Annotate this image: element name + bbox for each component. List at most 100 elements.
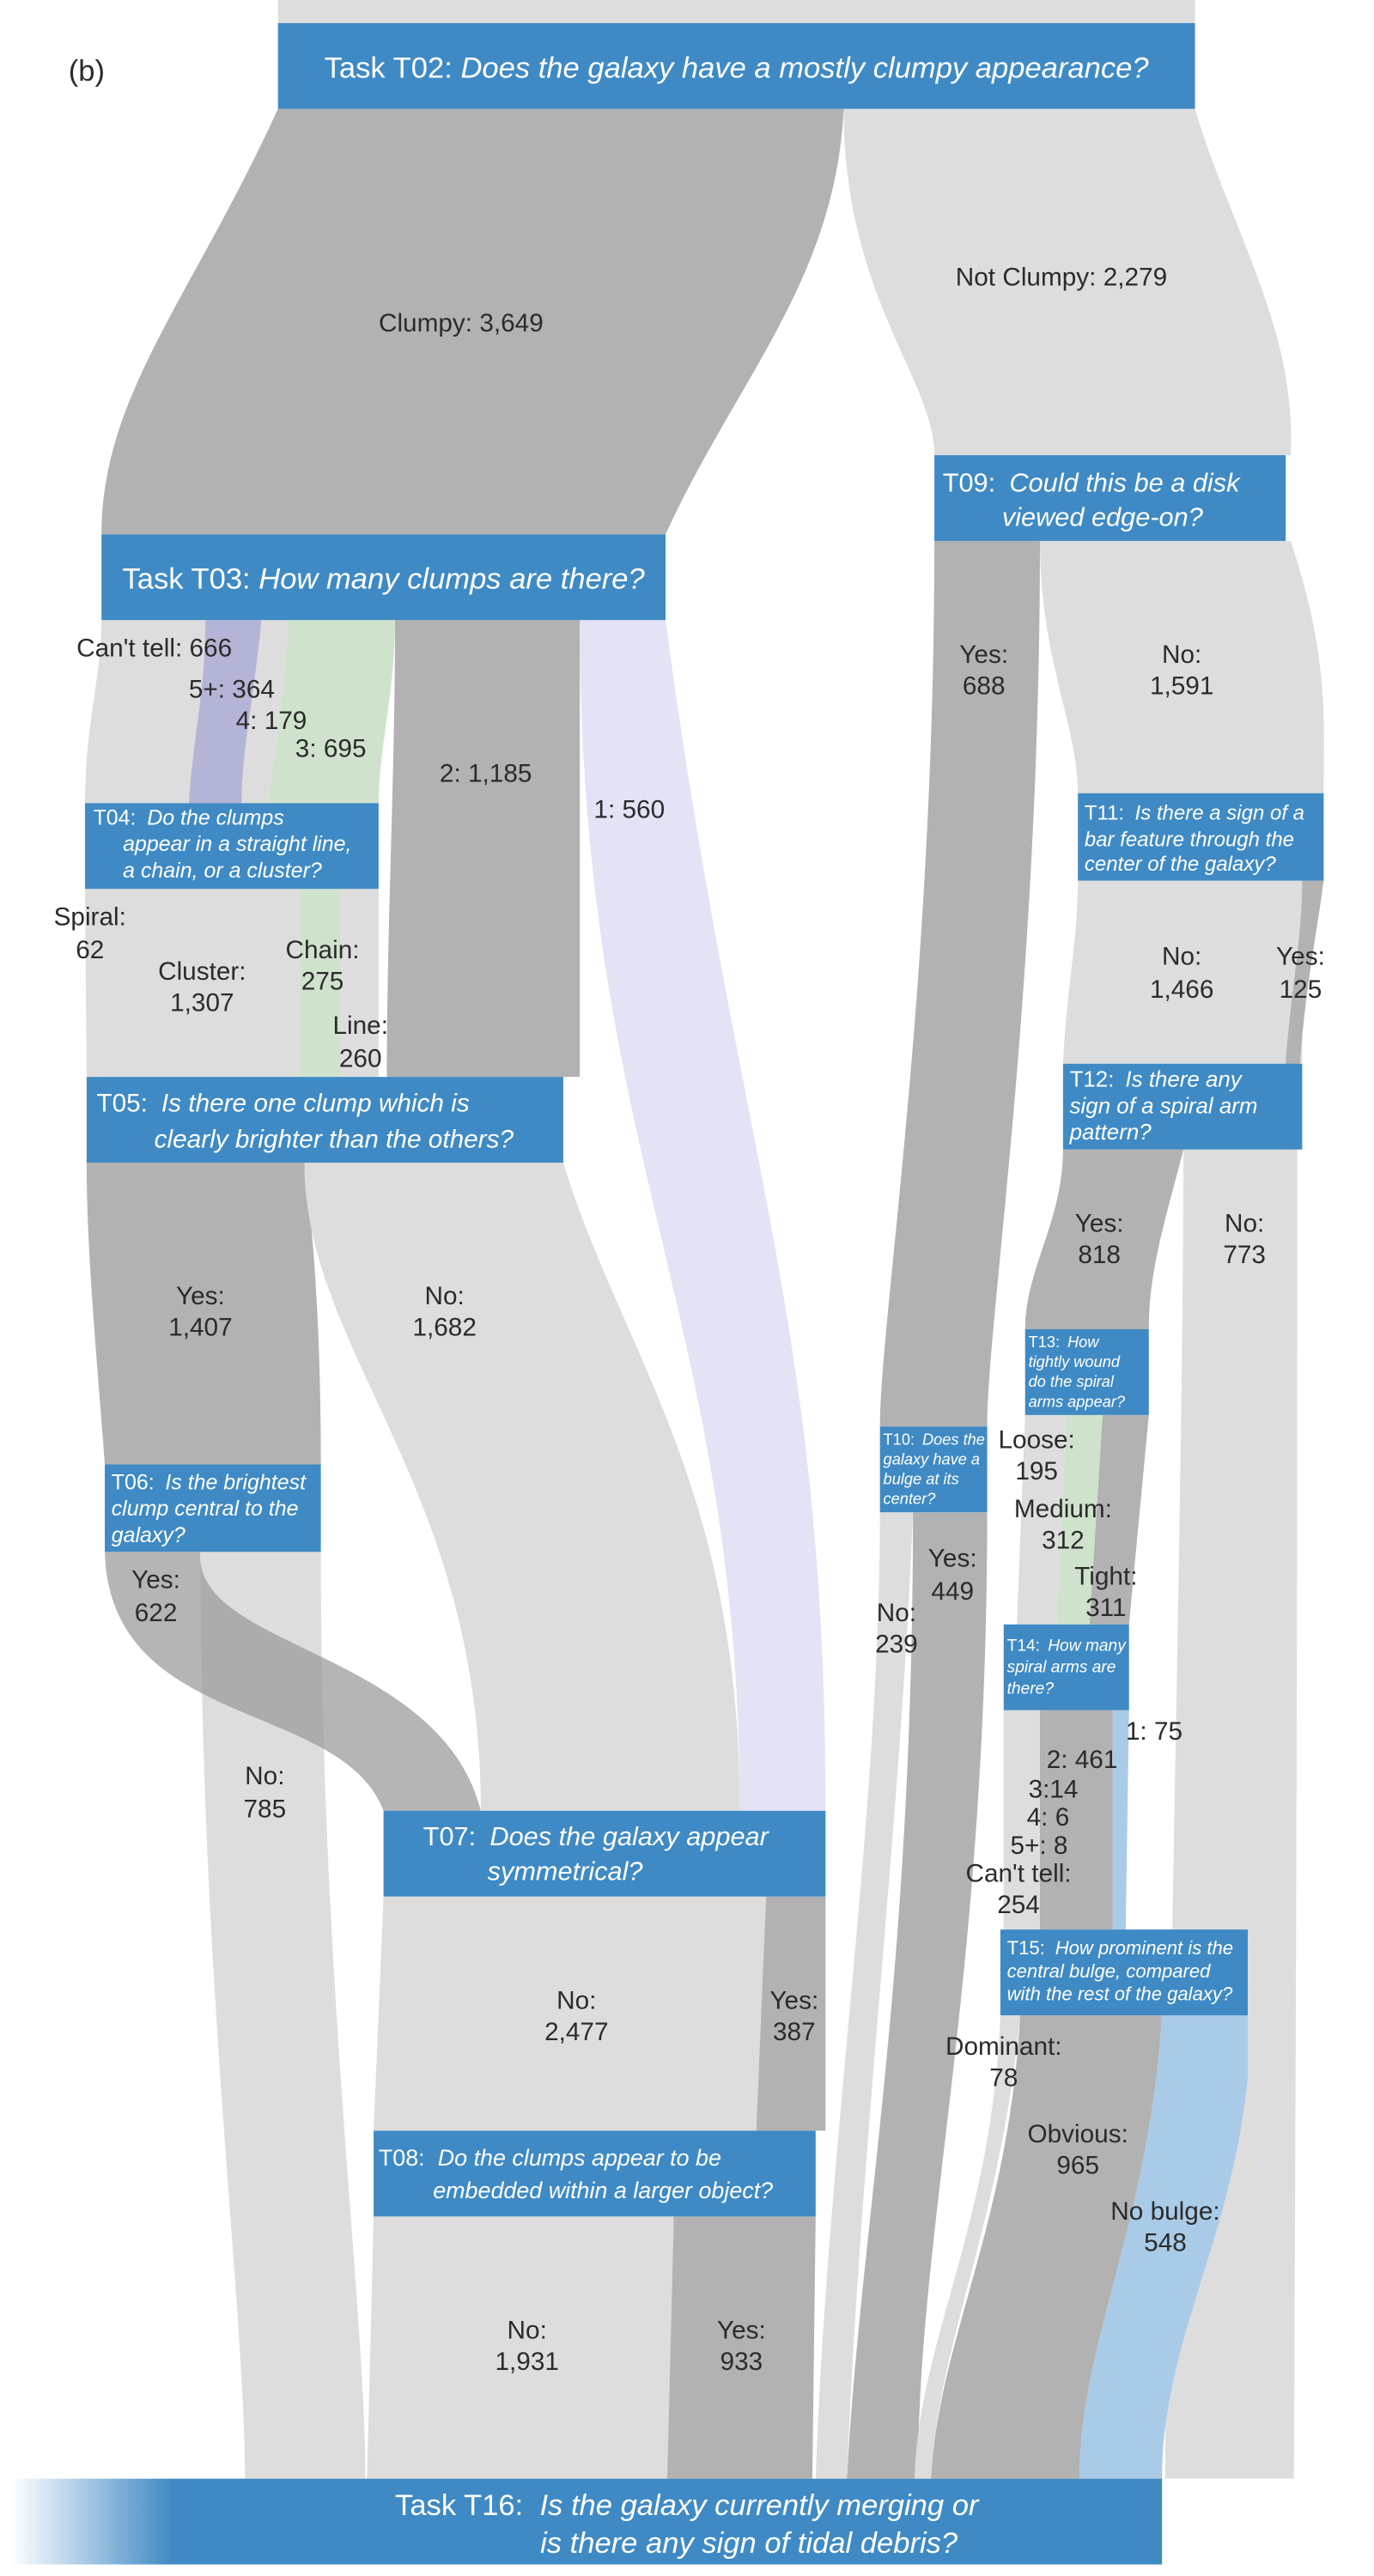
task-t04-question-line3: a chain, or a cluster? bbox=[123, 859, 322, 883]
task-t09-id: T09: bbox=[943, 467, 995, 497]
label-t07-yes: Yes: bbox=[769, 1986, 818, 2014]
task-t12-box bbox=[1062, 1063, 1303, 1150]
svg-text:T08: Do the clumps appea: T08: Do the clumps appear to be embedded… bbox=[379, 2145, 773, 2203]
label-loose: Loose: bbox=[999, 1425, 1075, 1454]
task-t03-box bbox=[101, 534, 666, 621]
flow-dominant bbox=[915, 2014, 1020, 2479]
label-t08-no: No: bbox=[508, 2316, 547, 2344]
label-line: Line: bbox=[332, 1012, 388, 1040]
flow-not-clumpy bbox=[843, 108, 1292, 456]
task-t13-id: T13: bbox=[1029, 1333, 1061, 1351]
label-not-clumpy: Not Clumpy: 2,279 bbox=[956, 263, 1167, 291]
task-t06-id: T06: bbox=[112, 1470, 155, 1494]
svg-text:T13: How tightly w: T13: How tightly wound do the spiral arm… bbox=[1029, 1333, 1126, 1410]
label-tight: Tight: bbox=[1074, 1563, 1137, 1591]
svg-text:T10: Does the gala: T10: Does the galaxy have a bulge at its… bbox=[884, 1430, 989, 1507]
value-t09-no: 1,591 bbox=[1150, 672, 1213, 701]
task-t10-question-line3: bulge at its bbox=[884, 1470, 959, 1488]
task-t05-question-line2: clearly brighter than the others? bbox=[155, 1126, 514, 1154]
label-arms-one: 1: 75 bbox=[1126, 1717, 1182, 1746]
task-t11-question-line2: bar feature through the bbox=[1085, 828, 1294, 851]
value-chain: 275 bbox=[301, 967, 344, 995]
value-t05-no: 1,682 bbox=[412, 1314, 476, 1342]
flow-three bbox=[268, 620, 396, 804]
task-t06-question-line1: Is the brightest bbox=[165, 1470, 307, 1494]
value-t11-yes: 125 bbox=[1280, 975, 1322, 1004]
flow-t09-no bbox=[1040, 540, 1324, 793]
flow-t12-yes bbox=[1024, 1149, 1184, 1330]
flow-arms-cant bbox=[1003, 1710, 1041, 1930]
label-t12-no: No: bbox=[1225, 1210, 1264, 1238]
flow-root bbox=[277, 0, 1195, 23]
value-dominant: 78 bbox=[989, 2064, 1018, 2093]
label-arms-cant: Can't tell: bbox=[965, 1859, 1071, 1887]
task-t02-question: Does the galaxy have a mostly clumpy app… bbox=[460, 52, 1149, 84]
task-t13-question-line2: tightly wound bbox=[1029, 1352, 1121, 1370]
task-t02-box bbox=[277, 22, 1195, 109]
value-t11-no: 1,466 bbox=[1150, 975, 1213, 1004]
flow-labels: Clumpy: 3,649 Not Clumpy: 2,279 Can't te… bbox=[54, 263, 1325, 2376]
label-arms-two: 2: 461 bbox=[1047, 1746, 1118, 1774]
value-arms-cant: 254 bbox=[997, 1891, 1040, 1919]
task-t16-question-line2: is there any sign of tidal debris? bbox=[540, 2527, 958, 2560]
value-t06-no: 785 bbox=[244, 1795, 287, 1824]
label-obvious: Obvious: bbox=[1027, 2120, 1128, 2148]
task-t11-question-line3: center of the galaxy? bbox=[1085, 853, 1276, 876]
flow-line bbox=[340, 889, 379, 1078]
task-t02-id: Task T02: bbox=[325, 52, 453, 84]
label-chain: Chain: bbox=[286, 936, 360, 964]
label-no-bulge: No bulge: bbox=[1110, 2197, 1219, 2226]
label-dominant: Dominant: bbox=[945, 2032, 1062, 2061]
label-t09-yes: Yes: bbox=[959, 641, 1008, 669]
flow-t09-yes bbox=[879, 540, 1041, 1427]
task-boxes: Task T02: Does the galaxy have a mostly … bbox=[10, 22, 1324, 2565]
task-t13-box bbox=[1024, 1329, 1149, 1415]
label-five-plus-364: 5+: 364 bbox=[189, 675, 275, 703]
flow-four bbox=[241, 620, 289, 804]
value-spiral: 62 bbox=[76, 936, 104, 964]
task-t12-question-line1: Is there any bbox=[1125, 1068, 1243, 1092]
flow-arms-one bbox=[1112, 1710, 1129, 1930]
label-spiral: Spiral: bbox=[54, 902, 126, 931]
task-t08-question-line2: embedded within a larger object? bbox=[433, 2178, 773, 2203]
flow-t07-yes bbox=[756, 1896, 826, 2131]
value-t12-no: 773 bbox=[1223, 1241, 1266, 1269]
value-t10-no: 239 bbox=[875, 1630, 918, 1658]
task-t16-id: Task T16: bbox=[395, 2489, 523, 2522]
label-cluster: Cluster: bbox=[158, 957, 246, 986]
flow-cluster bbox=[103, 889, 300, 1078]
task-t03-question: How many clumps are there? bbox=[258, 563, 645, 596]
task-t07-question-line1: Does the galaxy appear bbox=[489, 1821, 769, 1851]
value-t07-no: 2,477 bbox=[544, 2018, 608, 2046]
value-medium: 312 bbox=[1042, 1526, 1085, 1554]
flow-t06-no bbox=[200, 1552, 366, 2479]
task-t15-question-line1: How prominent is the bbox=[1055, 1937, 1233, 1959]
label-arms-four: 4: 6 bbox=[1027, 1803, 1070, 1832]
label-t05-no: No: bbox=[425, 1282, 465, 1310]
value-line: 260 bbox=[339, 1045, 382, 1073]
task-t12-id: T12: bbox=[1070, 1068, 1115, 1092]
flow-clumpy bbox=[101, 108, 844, 535]
task-t09-box bbox=[934, 455, 1286, 541]
label-one-560: 1: 560 bbox=[593, 796, 665, 824]
task-t09-question-line2: viewed edge-on? bbox=[1002, 502, 1203, 532]
flow-bands bbox=[84, 0, 1324, 2479]
flow-spiral bbox=[84, 889, 104, 1078]
task-t16-question-line1: Is the galaxy currently merging or bbox=[539, 2489, 979, 2522]
task-t08-id: T08: bbox=[379, 2145, 425, 2171]
task-t14-question-line2: spiral arms are bbox=[1007, 1659, 1116, 1677]
flow-t10-no bbox=[815, 1512, 914, 2479]
flow-five-plus bbox=[188, 620, 262, 804]
flow-t05-yes bbox=[86, 1163, 321, 1465]
task-t10-question-line2: galaxy have a bbox=[884, 1450, 981, 1468]
task-t08-question-line1: Do the clumps appear to be bbox=[438, 2145, 721, 2171]
task-t10-box bbox=[879, 1426, 988, 1513]
task-t14-question-line3: there? bbox=[1007, 1680, 1055, 1698]
task-t04-question-line1: Do the clumps bbox=[147, 805, 283, 829]
svg-text:T15: How prominent is th: T15: How prominent is the central bulge,… bbox=[1007, 1937, 1239, 2005]
flow-cant-tell bbox=[84, 620, 206, 804]
task-t09-question-line1: Could this be a disk bbox=[1009, 467, 1241, 497]
task-t13-question-line3: do the spiral bbox=[1029, 1372, 1115, 1390]
task-t15-question-line3: with the rest of the galaxy? bbox=[1007, 1984, 1233, 2005]
